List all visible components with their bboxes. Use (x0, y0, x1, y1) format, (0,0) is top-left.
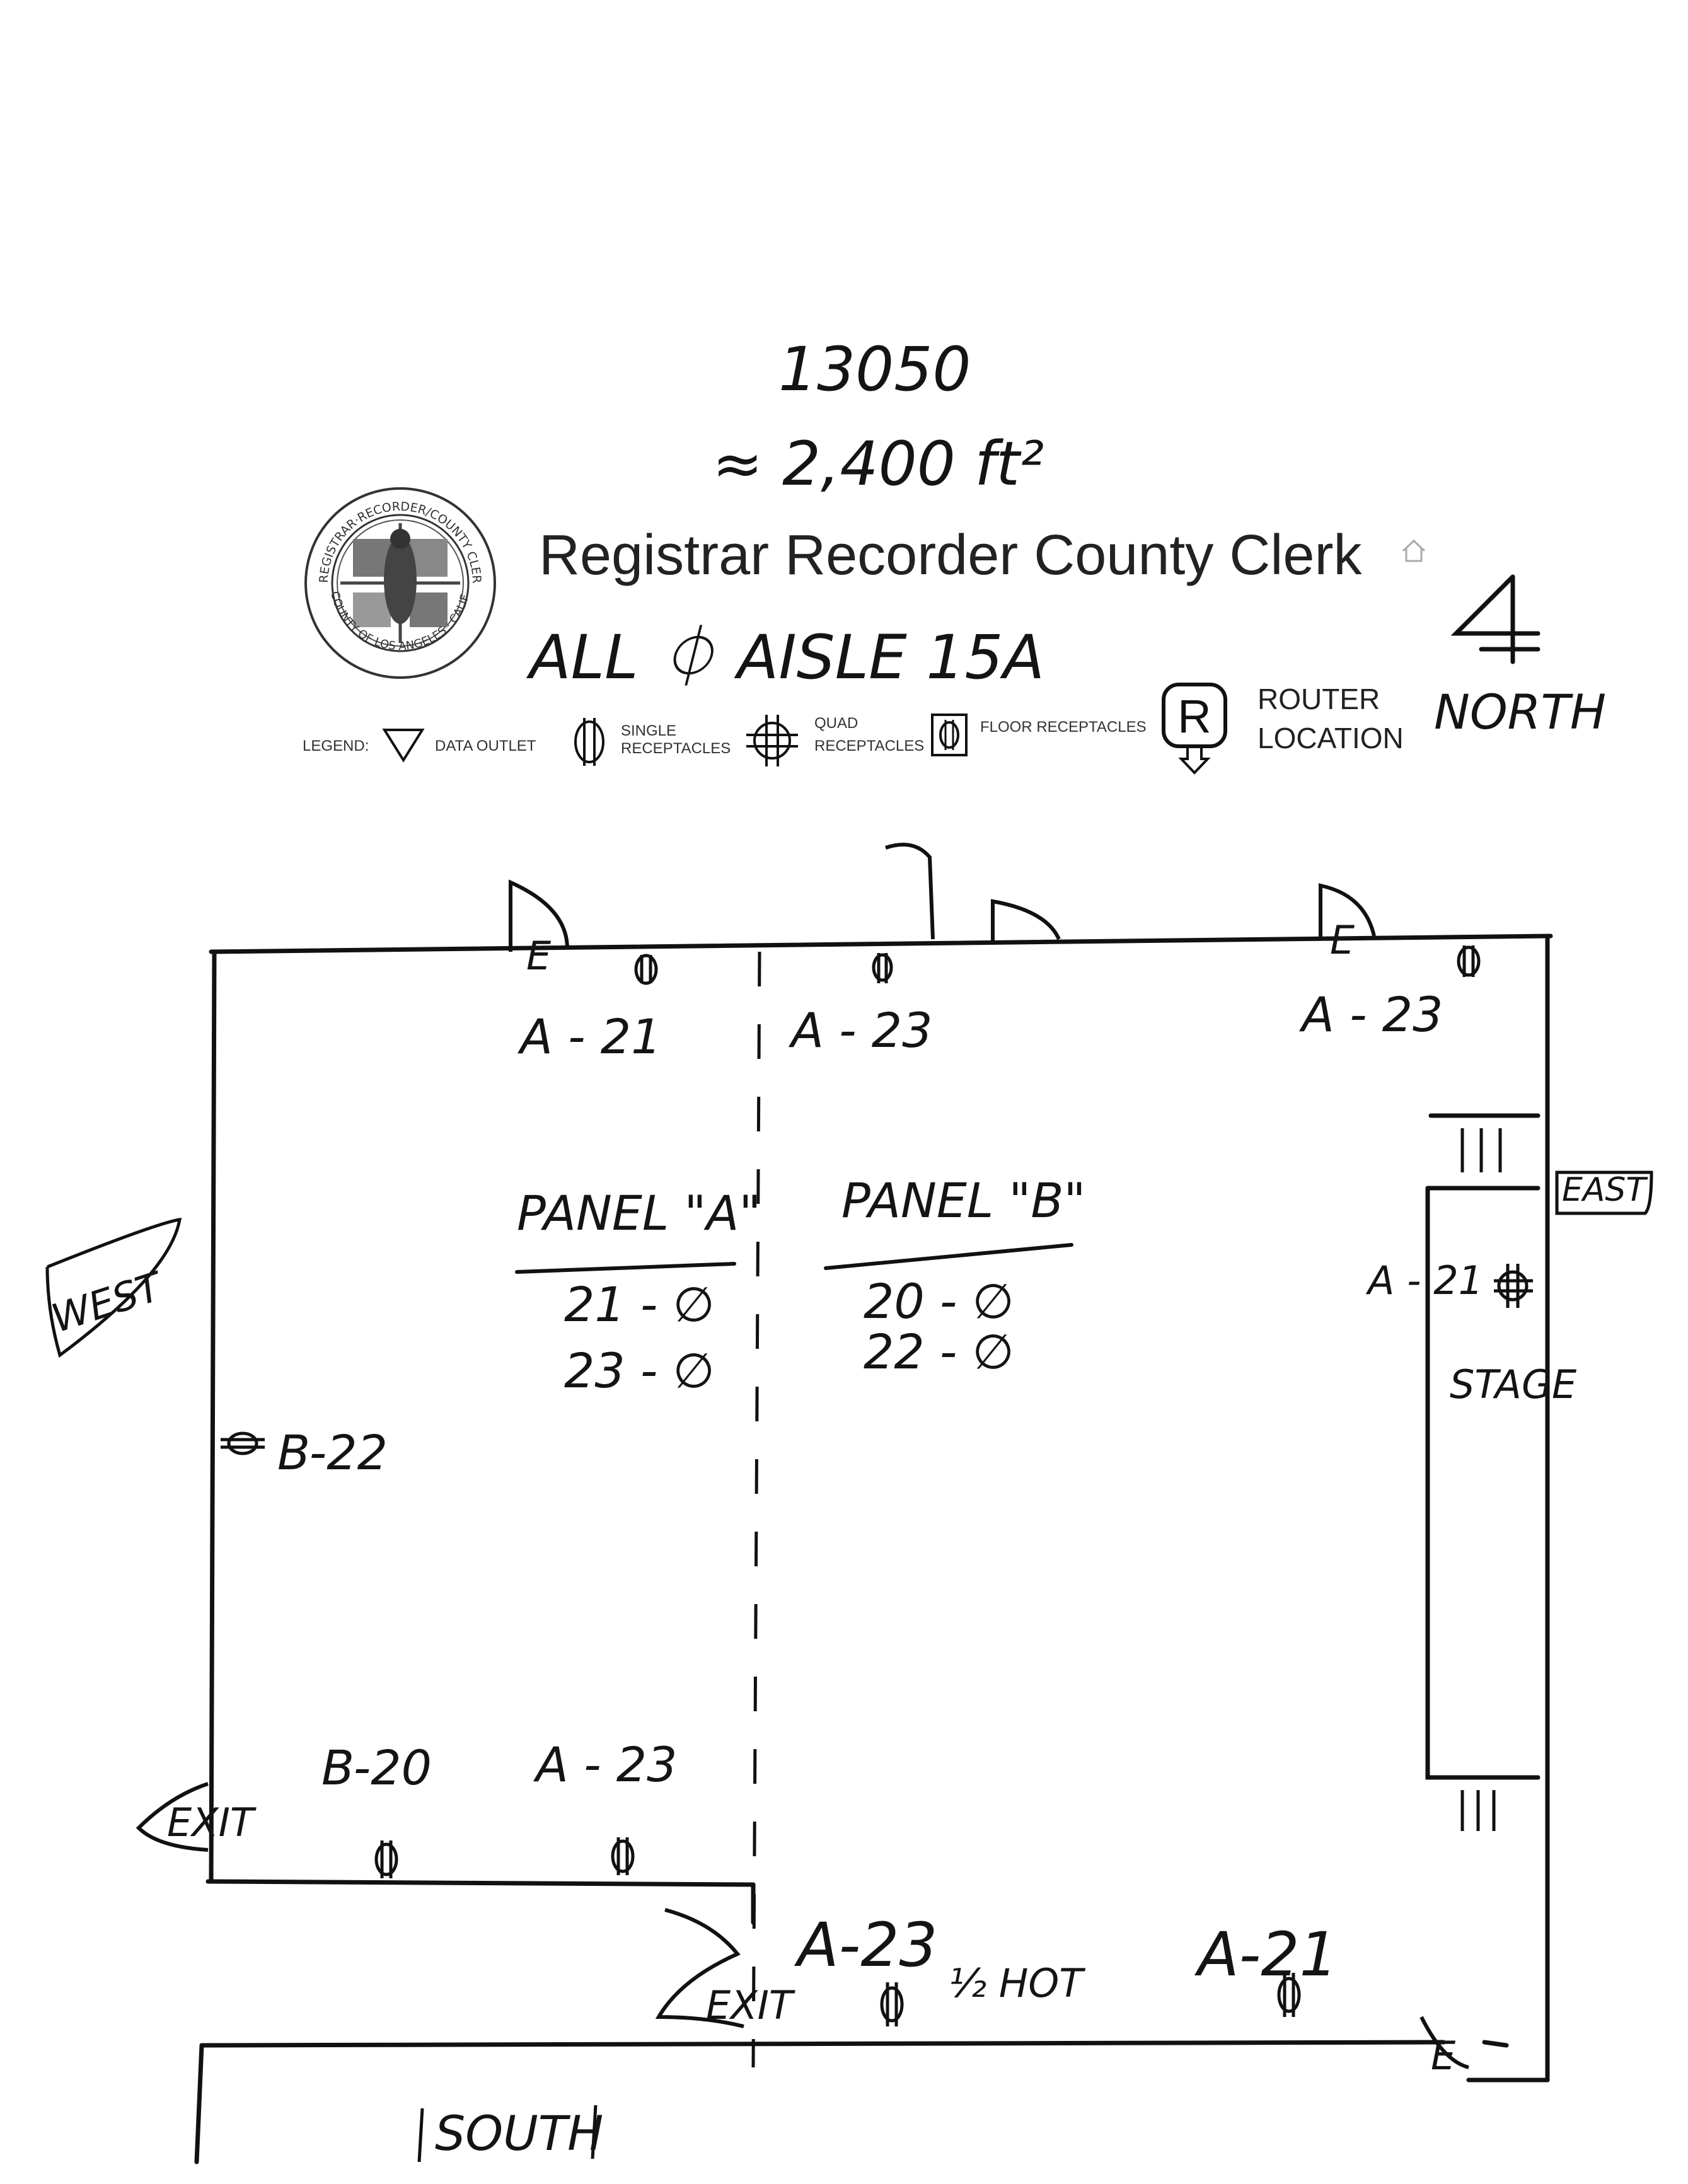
county-seal: REGISTRAR·RECORDER/COUNTY CLERK COUNTY O… (303, 485, 496, 679)
panel-a-title: PANEL "A" (517, 1185, 761, 1241)
router-line2: LOCATION (1257, 722, 1404, 754)
single-receptacle-icon (574, 718, 604, 766)
legend-floor: FLOOR RECEPTACLES (980, 719, 1147, 736)
receptacle-south-b20 (374, 1840, 398, 1878)
circuit-south-b20: B-20 (321, 1740, 432, 1796)
circuit-bottom-a21: A-21 (1198, 1919, 1338, 1990)
legend-quad-1: QUAD (814, 715, 858, 732)
job-number: 13050 (778, 334, 971, 405)
panel-a-row1: 21 - ∅ (564, 1276, 715, 1332)
north-arrow-icon (1450, 574, 1541, 664)
panel-b-title: PANEL "B" (841, 1172, 1086, 1228)
circuit-north-a21: A - 21 (520, 1008, 662, 1065)
circuit-north-a23: A - 23 (791, 1002, 933, 1058)
router-location-icon: R (1162, 683, 1227, 775)
receptacle-east-a21 (1494, 1264, 1533, 1308)
quad-receptacle-icon (746, 715, 798, 766)
circuit-bottom-a23: A-23 (797, 1910, 938, 1980)
legend-data-outlet: DATA OUTLET (435, 737, 536, 754)
door-label-e1: E (526, 933, 552, 979)
circuit-west-b22: B-22 (277, 1424, 388, 1481)
stage-label: STAGE (1450, 1361, 1577, 1407)
circuit-east-a21: A - 21 (1368, 1257, 1484, 1303)
circuit-north-a23-right: A - 23 (1302, 986, 1443, 1043)
circuit-bottom-half-hot: ½ HOT (949, 1960, 1084, 2006)
south-label: SOUTH (435, 2105, 604, 2161)
door-label-e3: E (1431, 2033, 1456, 2079)
legend-single-2: RECEPTACLES (621, 740, 731, 757)
receptacle-west-b22 (221, 1431, 265, 1455)
exit-south-label: EXIT (706, 1982, 793, 2028)
receptacle-south-a23 (611, 1837, 635, 1875)
page-title: Registrar Recorder County Clerk (539, 524, 1362, 587)
door-label-e2: E (1330, 917, 1355, 963)
legend-prefix: LEGEND: (303, 737, 369, 754)
router-line1: ROUTER (1257, 683, 1380, 715)
router-symbol: R (1177, 690, 1211, 742)
panel-b-row1: 20 - ∅ (864, 1273, 1014, 1329)
legend-single-1: SINGLE (621, 722, 677, 739)
receptacle-north-a21 (634, 954, 658, 985)
receptacle-north-a23 (872, 953, 893, 983)
aisle-note: ALL ⏀ AISLE 15A (529, 622, 1045, 693)
north-label: NORTH (1434, 684, 1607, 740)
panel-b-row2: 22 - ∅ (864, 1324, 1014, 1380)
east-label: EAST (1562, 1171, 1646, 1209)
data-outlet-icon (382, 729, 425, 763)
home-icon (1402, 539, 1426, 562)
floor-receptacle-icon (931, 714, 968, 756)
exit-west-label: EXIT (167, 1800, 254, 1846)
receptacle-bottom-a23 (880, 1982, 904, 2026)
receptacle-bottom-a21 (1277, 1973, 1301, 2017)
circuit-south-a23: A - 23 (536, 1736, 678, 1793)
panel-a-row2: 23 - ∅ (564, 1343, 715, 1399)
area-note: ≈ 2,400 ft² (712, 429, 1044, 499)
legend-quad-2: RECEPTACLES (814, 737, 925, 754)
receptacle-north-a23-right (1457, 945, 1481, 977)
